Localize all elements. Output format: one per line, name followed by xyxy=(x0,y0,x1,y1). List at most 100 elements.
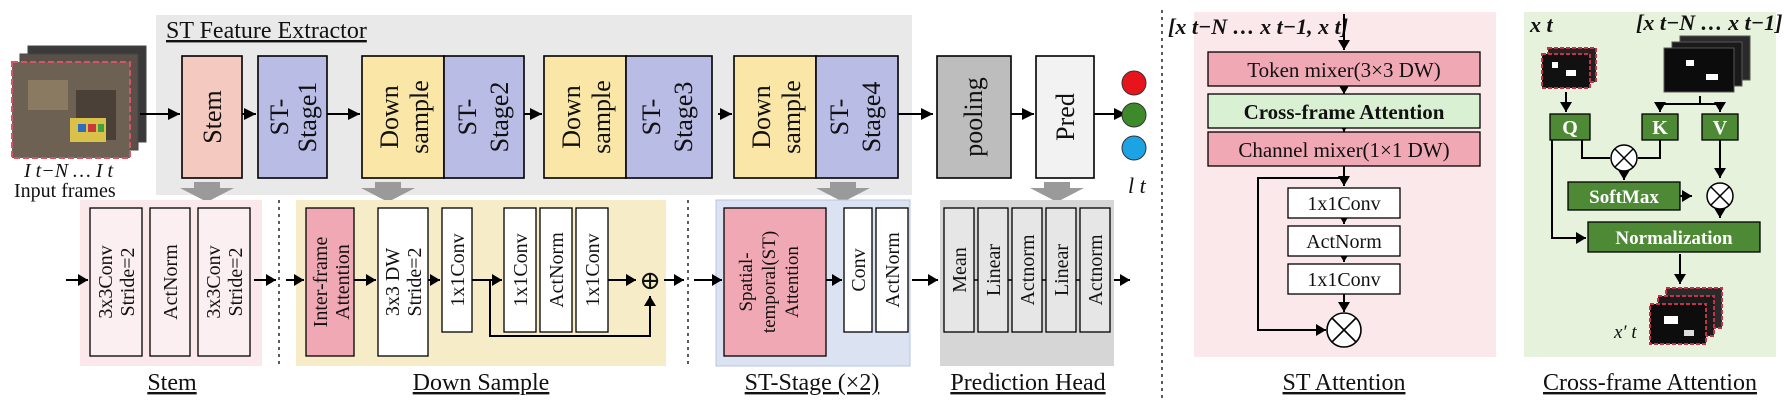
st-actnorm: ActNorm xyxy=(1287,225,1401,257)
pred-item-box xyxy=(943,207,975,333)
svg-text:Channel mixer(1×1 DW): Channel mixer(1×1 DW) xyxy=(1238,138,1449,162)
down-title: Down Sample xyxy=(413,370,550,396)
pred-item-label: Mean xyxy=(949,247,971,293)
down-conv3: 1x1Conv xyxy=(575,207,609,333)
svg-text:Spatial-: Spatial- xyxy=(736,252,757,311)
stage2-block: ST- Stage2 xyxy=(443,55,525,179)
output-dot-blue xyxy=(1121,135,1147,161)
svg-text:Stage2: Stage2 xyxy=(485,82,514,153)
svg-text:Stage3: Stage3 xyxy=(669,82,698,153)
st-attention-title: ST Attention xyxy=(1283,370,1406,396)
svg-text:1x1Conv: 1x1Conv xyxy=(510,233,532,306)
stem-conv2: 3x3Conv Stride=2 xyxy=(197,207,251,357)
cross-frame-box: Cross-frame Attention xyxy=(1207,93,1481,129)
svg-text:1x1Conv: 1x1Conv xyxy=(582,233,604,306)
output-feature-image xyxy=(1649,287,1723,345)
pred-item-label: Linear xyxy=(1051,244,1073,297)
input-frames-label: Input frames xyxy=(14,180,116,202)
stem-block: Stem xyxy=(181,55,243,179)
svg-text:1x1Conv: 1x1Conv xyxy=(1307,269,1380,291)
svg-text:V: V xyxy=(1713,117,1728,139)
svg-text:Down: Down xyxy=(747,85,776,149)
qk-multiply-icon xyxy=(1614,148,1634,168)
pred-item-label: Linear xyxy=(983,244,1005,297)
svg-text:Conv: Conv xyxy=(848,248,870,291)
svg-text:Normalization: Normalization xyxy=(1615,228,1733,249)
svg-text:Down: Down xyxy=(375,85,404,149)
svg-text:SoftMax: SoftMax xyxy=(1589,187,1659,208)
stem-actnorm: ActNorm xyxy=(149,207,191,357)
channel-mixer-box: Channel mixer(1×1 DW) xyxy=(1207,131,1481,167)
downsample2-block: Down sample xyxy=(543,55,627,179)
svg-text:ST-: ST- xyxy=(453,99,482,136)
stem-title: Stem xyxy=(147,370,197,396)
svg-text:ActNorm: ActNorm xyxy=(1306,231,1382,253)
svg-text:Stride=2: Stride=2 xyxy=(404,247,426,316)
xt-feature-image xyxy=(1541,47,1597,89)
svg-text:ActNorm: ActNorm xyxy=(882,232,904,308)
svg-text:Attention: Attention xyxy=(332,244,354,320)
st-conv-b: 1x1Conv xyxy=(1287,263,1401,295)
pred-item-box xyxy=(977,207,1009,333)
svg-text:ST-: ST- xyxy=(637,99,666,136)
svg-text:Cross-frame Attention: Cross-frame Attention xyxy=(1244,100,1445,124)
pred-title: Prediction Head xyxy=(950,370,1105,396)
downsample3-block: Down sample xyxy=(733,55,817,179)
svg-text:1x1Conv: 1x1Conv xyxy=(1307,193,1380,215)
pred-item-box xyxy=(1079,207,1111,333)
svg-text:Token mixer(3×3 DW): Token mixer(3×3 DW) xyxy=(1247,58,1440,82)
token-mixer-box: Token mixer(3×3 DW) xyxy=(1207,51,1481,87)
svg-text:temporal(ST): temporal(ST) xyxy=(759,231,780,333)
svg-text:K: K xyxy=(1652,117,1668,139)
output-label: l t xyxy=(1128,173,1147,198)
st-attention-input: [x t−N … x t−1, x t] xyxy=(1168,14,1348,39)
svg-text:Stride=2: Stride=2 xyxy=(225,247,247,316)
pred-items: Mean Linear Actnorm Linear Actnorm xyxy=(943,207,1111,333)
svg-text:sample: sample xyxy=(587,80,616,154)
downsample1-block: Down sample xyxy=(361,55,445,179)
down-actnorm: ActNorm xyxy=(539,207,573,333)
svg-text:pooling: pooling xyxy=(959,77,988,156)
svg-text:sample: sample xyxy=(777,80,806,154)
xprime-label: x′ t xyxy=(1613,322,1637,343)
stage-conv: Conv xyxy=(843,207,873,333)
svg-text:Down: Down xyxy=(557,85,586,149)
stage1-block: ST- Stage1 xyxy=(257,55,328,179)
softmax-box: SoftMax xyxy=(1567,181,1681,211)
stem-conv1: 3x3Conv Stride=2 xyxy=(89,207,143,357)
down-dw-conv: 3x3 DW Stride=2 xyxy=(377,207,429,357)
svg-text:Attention: Attention xyxy=(782,246,803,318)
svg-text:Stage4: Stage4 xyxy=(857,82,886,153)
st-conv-a: 1x1Conv xyxy=(1287,187,1401,219)
k-box: K xyxy=(1641,113,1679,141)
multiply-icon xyxy=(1331,317,1357,343)
expand-arrows xyxy=(180,182,1084,202)
pred-item-box xyxy=(1045,207,1077,333)
svg-text:ActNorm: ActNorm xyxy=(160,244,182,320)
down-conv2: 1x1Conv xyxy=(503,207,537,333)
input-frames-image xyxy=(11,45,147,159)
svg-text:Stride=2: Stride=2 xyxy=(117,247,139,316)
svg-text:sample: sample xyxy=(405,80,434,154)
xt-label: x t xyxy=(1529,12,1554,37)
svg-text:3x3 DW: 3x3 DW xyxy=(382,248,404,316)
xseq-feature-image xyxy=(1663,35,1751,93)
svg-text:Stage1: Stage1 xyxy=(293,82,322,153)
output-dot-red xyxy=(1121,70,1147,96)
svg-text:3x3Conv: 3x3Conv xyxy=(95,245,117,318)
pred-item-label: Actnorm xyxy=(1085,234,1107,306)
down-conv1: 1x1Conv xyxy=(441,207,473,333)
normalization-box: Normalization xyxy=(1587,221,1761,253)
svg-text:ST-: ST- xyxy=(265,99,294,136)
residual-add-icon: ⊕ xyxy=(639,266,661,295)
stage-title: ST-Stage (×2) xyxy=(745,370,880,396)
svg-text:3x3Conv: 3x3Conv xyxy=(203,245,225,318)
cross-frame-title: Cross-frame Attention xyxy=(1543,370,1757,396)
inter-frame-attention: Inter-frame Attention xyxy=(305,207,355,357)
pred-item-label: Actnorm xyxy=(1017,234,1039,306)
stage4-block: ST- Stage4 xyxy=(815,55,899,179)
stage-actnorm: ActNorm xyxy=(875,207,909,333)
svg-text:Stem: Stem xyxy=(198,90,227,143)
svg-text:Q: Q xyxy=(1562,117,1578,139)
